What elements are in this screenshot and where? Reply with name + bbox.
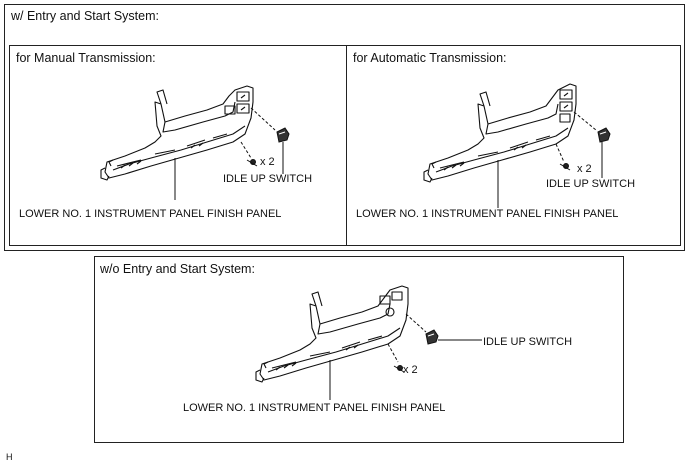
manual-transmission-title: for Manual Transmission: <box>16 51 156 65</box>
manual-finish-panel-label: LOWER NO. 1 INSTRUMENT PANEL FINISH PANE… <box>19 208 282 220</box>
automatic-finish-panel-label: LOWER NO. 1 INSTRUMENT PANEL FINISH PANE… <box>356 208 619 220</box>
manual-screw-qty: x 2 <box>260 156 275 168</box>
automatic-transmission-title: for Automatic Transmission: <box>353 51 507 65</box>
no-entry-start-section <box>94 256 624 443</box>
figure-code: H <box>6 452 13 462</box>
no-entry-finish-panel-label: LOWER NO. 1 INSTRUMENT PANEL FINISH PANE… <box>183 402 446 414</box>
manual-idle-up-switch-label: IDLE UP SWITCH <box>223 173 313 185</box>
no-entry-screw-qty: x 2 <box>403 364 418 376</box>
automatic-panel-illustration <box>423 83 611 208</box>
automatic-screw-qty: x 2 <box>577 163 592 175</box>
no-entry-idle-up-switch-label: IDLE UP SWITCH <box>483 336 573 348</box>
automatic-transmission-panel <box>346 45 681 246</box>
no-entry-panel-illustration <box>255 285 482 400</box>
no-entry-start-title: w/o Entry and Start System: <box>100 262 255 276</box>
entry-start-title: w/ Entry and Start System: <box>11 9 159 23</box>
entry-start-section <box>4 4 685 251</box>
automatic-idle-up-switch-label: IDLE UP SWITCH <box>546 178 636 190</box>
manual-panel-illustration <box>100 85 290 200</box>
